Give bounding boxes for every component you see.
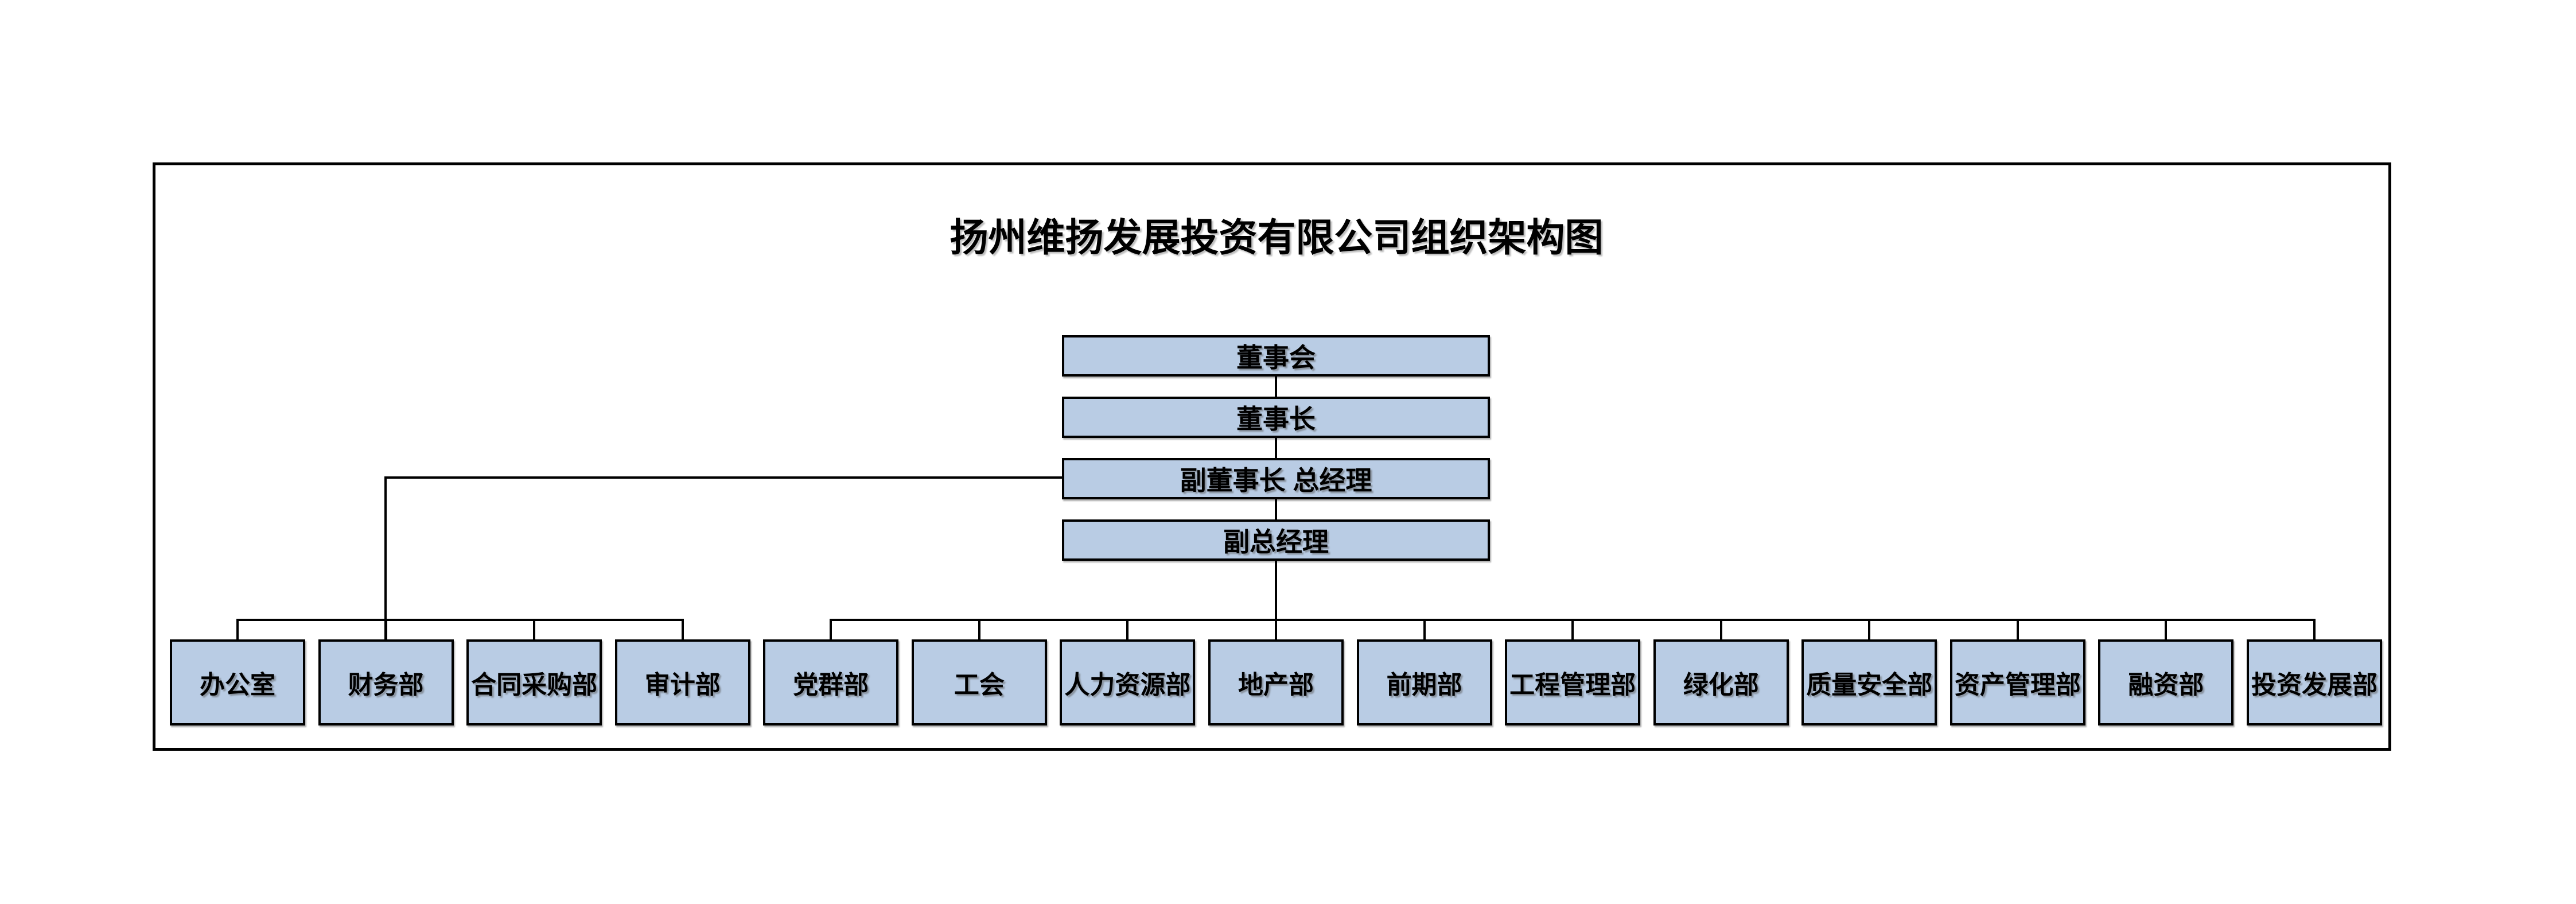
connector-deputy-to-department-rail (1275, 561, 1277, 639)
node-board-of-directors: 董事会 (1062, 335, 1490, 377)
connector-department-drop (2313, 619, 2316, 639)
connector-board-to-chairman (1275, 377, 1277, 397)
connector-department-drop (681, 619, 684, 639)
connector-left-branch-vertical (384, 476, 387, 639)
dept-node: 合同采购部 (466, 639, 602, 725)
dept-node: 办公室 (170, 639, 305, 725)
dept-node: 投资发展部 (2247, 639, 2382, 725)
dept-node: 审计部 (614, 639, 750, 725)
connector-vice-chairman-to-deputy (1275, 499, 1277, 519)
node-chairman: 董事长 (1062, 397, 1490, 438)
connector-department-drop (236, 619, 239, 639)
connector-department-drop (1126, 619, 1129, 639)
chart-title: 扬州维扬发展投资有限公司组织架构图 (950, 217, 1604, 259)
connector-department-drop (533, 619, 536, 639)
dept-node: 工程管理部 (1505, 639, 1641, 725)
connector-department-drop (1571, 619, 1574, 639)
dept-node: 质量安全部 (1801, 639, 1937, 725)
dept-node: 工会 (911, 639, 1047, 725)
connector-department-drop (384, 619, 387, 639)
connector-department-drop (1275, 619, 1277, 639)
connector-department-drop (1719, 619, 1722, 639)
node-deputy-general-manager: 副总经理 (1062, 519, 1490, 561)
connector-department-drop (2016, 619, 2019, 639)
node-vice-chairman-general-manager: 副董事长 总经理 (1062, 458, 1490, 499)
chart-border-frame (153, 162, 2391, 751)
connector-department-drop (2165, 619, 2168, 639)
connector-left-department-rail (236, 619, 684, 621)
dept-node: 前期部 (1356, 639, 1492, 725)
connector-department-drop (830, 619, 832, 639)
connector-department-drop (978, 619, 980, 639)
connector-chairman-to-vice-chairman (1275, 438, 1277, 458)
connector-left-branch-horizontal (384, 476, 1062, 479)
dept-node: 党群部 (763, 639, 899, 725)
dept-node: 地产部 (1208, 639, 1344, 725)
dept-node: 融资部 (2098, 639, 2234, 725)
dept-node: 绿化部 (1653, 639, 1789, 725)
dept-node: 财务部 (318, 639, 454, 725)
dept-node: 人力资源部 (1060, 639, 1196, 725)
connector-department-drop (1868, 619, 1871, 639)
connector-department-drop (1423, 619, 1426, 639)
dept-node: 资产管理部 (1949, 639, 2085, 725)
